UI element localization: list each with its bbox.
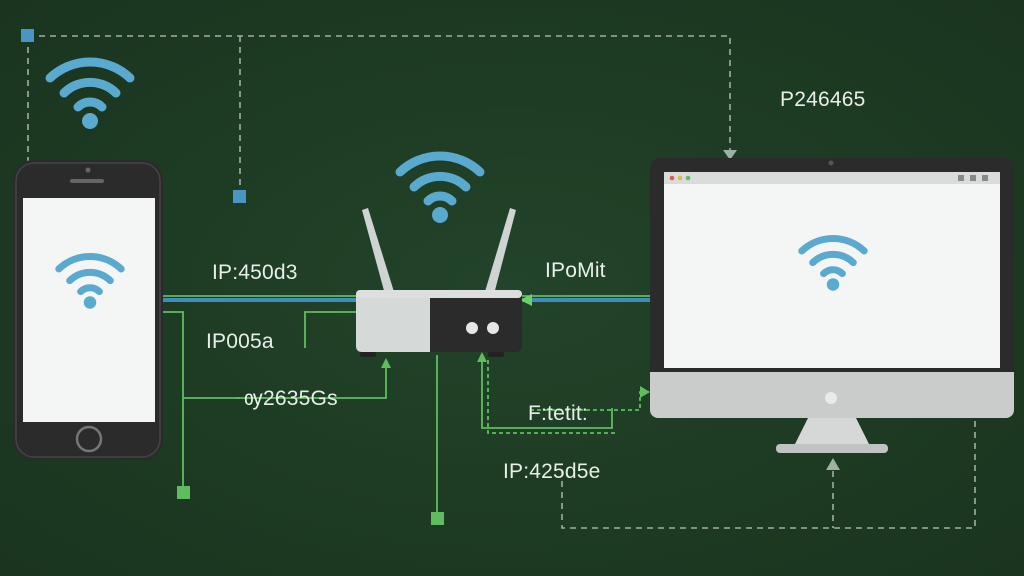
top-dashed-line [28,35,731,150]
bottom-dashed-line [561,420,976,529]
node-square-green [177,486,190,499]
monitor-stand [794,418,870,446]
smartphone-icon [13,160,163,460]
phone-screen [23,198,155,422]
home-button [75,425,103,453]
phone-branch-label: IP005a [206,330,274,353]
phone-link-label: IP:450d3 [212,261,298,284]
top-right-label: P246465 [780,88,866,111]
desktop-monitor-icon [650,158,1014,453]
wifi-icon [50,62,130,129]
wifi-icon [400,156,480,223]
bottom-ip-label: IP:425d5e [503,460,601,483]
monitor-link-label: IPoMit [545,259,606,282]
router-loop-line [304,311,358,348]
router-port [466,322,478,334]
router-icon [356,208,522,357]
arrowhead-up [826,458,840,470]
router-right-line [481,360,613,429]
node-square-green [431,512,444,525]
node-square-blue [21,29,34,42]
phone-drop-line [162,311,184,488]
router-feed-label: ѹ2635Gs [244,387,338,410]
node-square-blue [233,190,246,203]
arrowhead-left [520,294,532,306]
dashed-connectors [27,35,976,529]
arrowhead-down [723,150,737,160]
router-port [487,322,499,334]
router-feed-line [236,368,387,399]
router-branch-label: F:tetit: [528,402,588,425]
